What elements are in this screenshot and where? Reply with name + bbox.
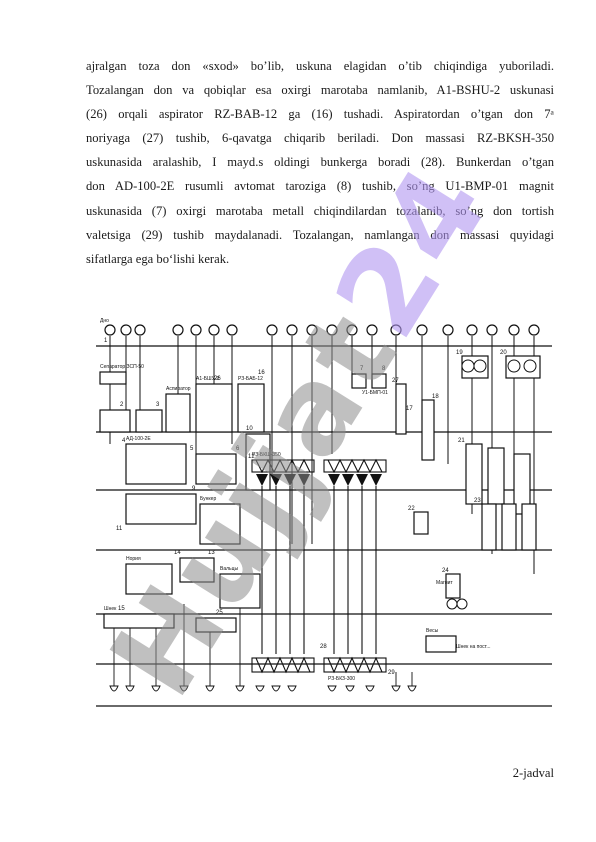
ref-number: 4	[122, 438, 126, 444]
ref-number: 28	[320, 644, 327, 650]
paragraph-line: ajralgan toza don «sxod» bo’lib, uskuna …	[86, 59, 554, 73]
process-flow-diagram: Дно Сепаратор ЗСП-50 Аспиратор А1-БШУ-2 …	[96, 314, 552, 722]
paragraph-line: uskunasida aralashib, I mayd.s oldingi b…	[86, 155, 554, 170]
table-caption: 2-jadval	[512, 766, 554, 780]
ref-number: 6	[236, 446, 240, 452]
diagram-label: Сепаратор ЗСП-50	[100, 364, 144, 370]
paragraph-line: Tozalangan don va qobiqlar esa oxirgi ma…	[86, 83, 554, 98]
diagram-label: А1-БШУ-2	[196, 376, 219, 382]
diagram-label: Вальцы	[220, 566, 239, 572]
diagram-label: Аспиратор	[166, 386, 191, 392]
diagram-label: АД-100-2Е	[126, 436, 151, 442]
diagram-label: У1-БМП-01	[362, 390, 388, 396]
diagram-label: Магнит	[436, 580, 453, 586]
diagram-label: РЗ-БАБ-12	[238, 376, 263, 382]
ref-number: 19	[456, 350, 463, 356]
diagram-label: Бункер	[200, 496, 216, 502]
ref-number: 25	[216, 610, 223, 616]
ref-number: 20	[500, 350, 507, 356]
ref-number: 15	[118, 606, 125, 612]
ref-number: 10	[246, 426, 253, 432]
ref-number: 5	[190, 446, 194, 452]
ref-number: 29	[388, 670, 395, 676]
paragraph-line: don AD-100-2E rusumli avtomat taroziga (…	[86, 179, 554, 194]
body-paragraph: ajralgan toza don «sxod» bo’lib, uskuna …	[86, 54, 554, 271]
ref-number: 11	[116, 526, 123, 532]
diagram-label: Дно	[100, 318, 109, 324]
ref-number: 1	[104, 338, 108, 344]
paragraph-line: uskunasida (7) oxirgi marotaba metall ch…	[86, 203, 554, 218]
diagram-label: Шнек	[104, 606, 117, 612]
ref-number: 14	[174, 550, 181, 556]
ref-number: 9	[192, 486, 196, 492]
ref-number: 24	[442, 568, 449, 574]
flow-diagram-drawing: Дно Сепаратор ЗСП-50 Аспиратор А1-БШУ-2 …	[96, 318, 552, 707]
ref-number: 16	[258, 370, 265, 376]
diagram-label: Весы	[426, 628, 439, 634]
ref-number: 7	[360, 366, 364, 372]
ref-number: 8	[382, 366, 386, 372]
ref-number: 12	[248, 454, 255, 460]
diagram-label: Шнек на пост...	[456, 644, 491, 650]
ref-number: 21	[458, 438, 465, 444]
ref-number: 18	[432, 394, 439, 400]
ref-number: 26	[214, 376, 221, 382]
paragraph-line: (26) orqali aspirator RZ-BAB-12 ga (16) …	[86, 107, 554, 122]
ref-number: 22	[408, 506, 415, 512]
ref-number: 3	[156, 402, 160, 408]
ref-number: 13	[208, 550, 215, 556]
paragraph-line: noriyaga (27) tushib, 6-qavatga chiqarib…	[86, 131, 554, 146]
ref-number: 17	[406, 406, 413, 412]
diagram-label: РЗ-БКШ-350	[252, 452, 281, 458]
ref-number: 23	[474, 498, 481, 504]
ref-number: 27	[392, 378, 399, 384]
ref-number: 2	[120, 402, 124, 408]
diagram-label: Нория	[126, 556, 141, 562]
diagram-label: РЗ-БКЗ-300	[328, 676, 355, 682]
paragraph-line: sifatlarga ega bo‘lishi kerak.	[86, 251, 230, 266]
paragraph-line: valetsiga (29) tushib maydalanadi. Tozal…	[86, 227, 554, 242]
